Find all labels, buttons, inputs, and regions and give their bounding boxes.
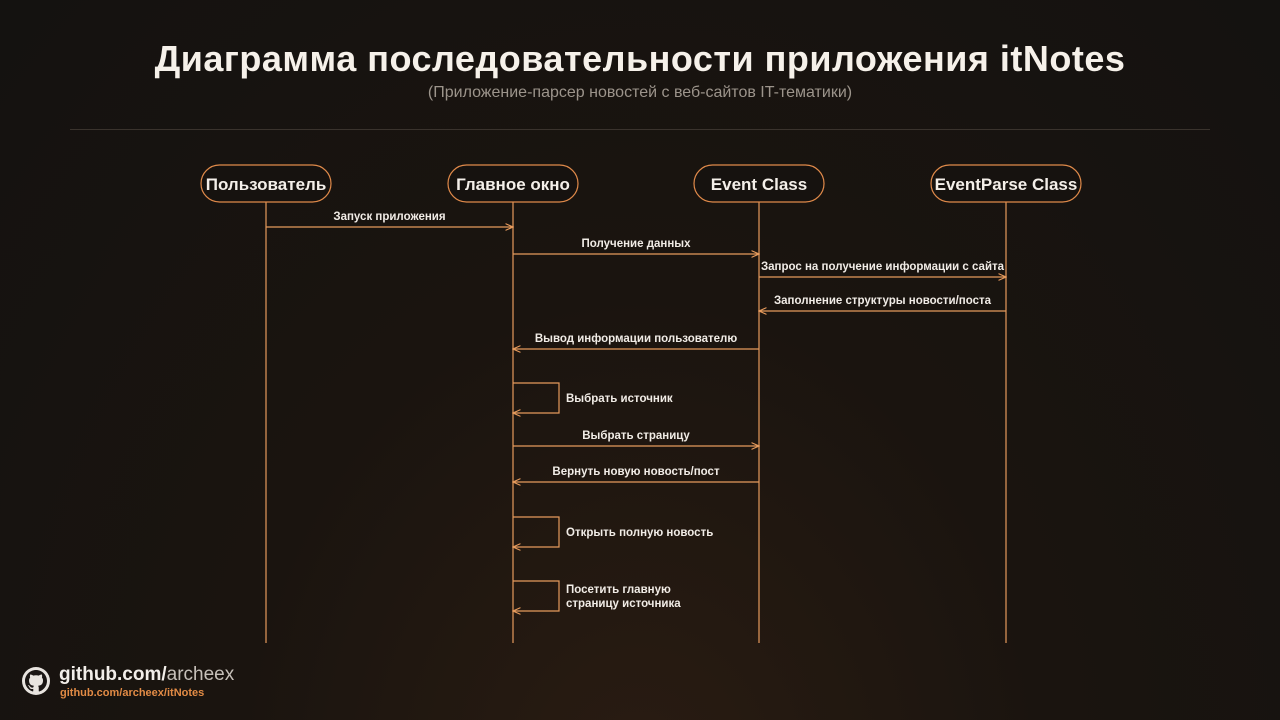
message-3: Заполнение структуры новости/поста — [759, 295, 1006, 311]
message-label: Вернуть новую новость/пост — [552, 466, 720, 478]
page-title: Диаграмма последовательности приложения … — [154, 38, 1126, 79]
message-label: Запуск приложения — [333, 211, 445, 223]
message-6: Выбрать страницу — [513, 430, 759, 446]
github-username: archeex — [166, 664, 235, 685]
message-1: Получение данных — [513, 238, 759, 254]
actor-box-1: Главное окно — [447, 164, 579, 203]
message-4: Вывод информации пользователю — [513, 333, 759, 349]
actor-label: Event Class — [711, 175, 807, 194]
github-icon[interactable] — [22, 667, 50, 695]
divider — [70, 129, 1210, 130]
page-subtitle: (Приложение-парсер новостей с веб-сайтов… — [427, 84, 853, 101]
message-8: Открыть полную новость — [513, 516, 713, 547]
message-label: Заполнение структуры новости/поста — [774, 295, 992, 307]
actor-box-3: EventParse Class — [930, 164, 1082, 203]
message-label: страницу источника — [566, 598, 681, 610]
github-domain: github.com/ — [59, 664, 167, 685]
message-2: Запрос на получение информации с сайта — [759, 261, 1006, 277]
message-label: Посетить главную — [566, 584, 671, 596]
self-message-arrow — [513, 516, 560, 547]
message-label: Запрос на получение информации с сайта — [761, 261, 1005, 273]
actor-box-shape — [930, 164, 1082, 203]
actor-box-shape — [200, 164, 332, 203]
actor-box-shape — [447, 164, 579, 203]
message-label: Выбрать страницу — [582, 430, 690, 442]
self-message-arrow — [513, 580, 560, 611]
actor-label: Главное окно — [456, 175, 570, 194]
message-label: Вывод информации пользователю — [535, 333, 738, 345]
actor-label: EventParse Class — [935, 175, 1078, 194]
message-label: Получение данных — [581, 238, 691, 250]
actor-label: Пользователь — [206, 175, 327, 194]
message-7: Вернуть новую новость/пост — [513, 466, 759, 482]
message-9: Посетить главную страницу источника — [513, 580, 681, 611]
github-repo-link[interactable]: github.com/archeex/itNotes — [60, 687, 205, 699]
github-profile-link[interactable]: github.com/archeex — [59, 664, 234, 686]
actor-box-2: Event Class — [693, 164, 825, 203]
actor-box-shape — [693, 164, 825, 203]
message-5: Выбрать источник — [513, 382, 673, 413]
message-0: Запуск приложения — [266, 211, 513, 227]
message-label: Выбрать источник — [566, 393, 673, 405]
actor-box-0: Пользователь — [200, 164, 332, 203]
self-message-arrow — [513, 382, 560, 413]
message-label: Открыть полную новость — [566, 527, 713, 539]
